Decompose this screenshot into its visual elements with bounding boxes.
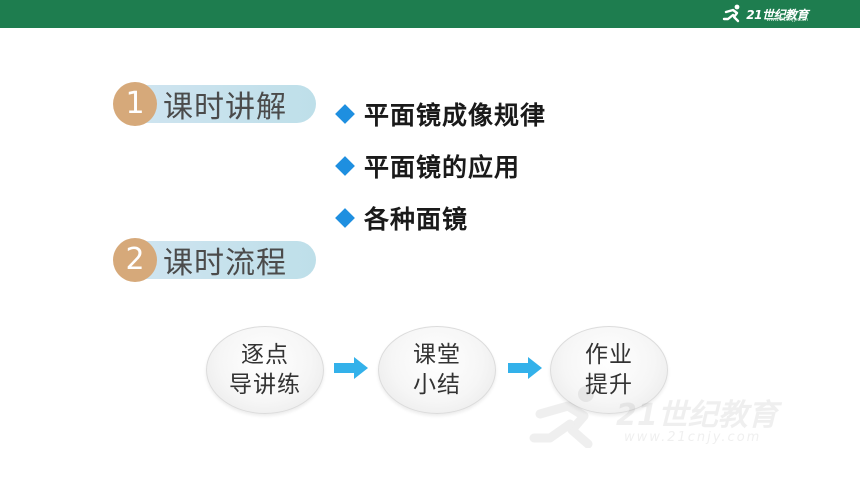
top-banner: 21世纪教育 www.21cnjy.com — [0, 0, 860, 28]
list-item: 各种面镜 — [333, 192, 546, 244]
runner-icon — [723, 4, 740, 23]
section-number: 2 — [113, 238, 157, 282]
list-item: 平面镜成像规律 — [333, 88, 546, 140]
right-arrow-icon — [334, 357, 368, 379]
flow-step-line: 课堂 — [413, 342, 461, 368]
brand-url: www.21cnjy.com — [766, 17, 808, 23]
flow-step-practice[interactable]: 逐点 导讲练 — [206, 326, 324, 414]
section-title: 课时讲解 — [163, 90, 287, 125]
flow-step-summary[interactable]: 课堂 小结 — [378, 326, 496, 414]
list-item-text: 平面镜成像规律 — [364, 101, 547, 130]
section-title: 课时流程 — [163, 246, 287, 281]
list-item-text: 平面镜的应用 — [364, 153, 521, 182]
diamond-bullet-icon — [335, 156, 355, 176]
flow-step-line: 作业 — [585, 342, 633, 368]
list-item: 平面镜的应用 — [333, 140, 546, 192]
flow-step-line: 提升 — [585, 372, 633, 398]
flow-step-line: 小结 — [413, 372, 461, 398]
right-arrow-icon — [508, 357, 542, 379]
list-item-text: 各种面镜 — [364, 205, 469, 234]
watermark-url: www.21cnjy.com — [624, 430, 762, 445]
watermark-text: 21世纪教育 — [616, 398, 778, 433]
flow-step-homework[interactable]: 作业 提升 — [550, 326, 668, 414]
brand-logo: 21世纪教育 www.21cnjy.com — [722, 3, 808, 25]
section-number: 1 — [113, 82, 157, 126]
diamond-bullet-icon — [335, 208, 355, 228]
section-pill — [133, 241, 316, 279]
diamond-bullet-icon — [335, 104, 355, 124]
section-lesson-flow: 2 课时流程 — [113, 238, 316, 282]
topic-list: 平面镜成像规律 平面镜的应用 各种面镜 — [333, 88, 546, 244]
section-lesson-content: 1 课时讲解 — [113, 82, 316, 126]
flow-step-line: 导讲练 — [229, 372, 301, 398]
watermark-runner-icon — [529, 386, 594, 449]
watermark: 21世纪教育 www.21cnjy.com — [528, 384, 778, 452]
brand-text: 21世纪教育 — [746, 7, 808, 22]
section-pill — [133, 85, 316, 123]
flow-step-line: 逐点 — [241, 342, 289, 368]
